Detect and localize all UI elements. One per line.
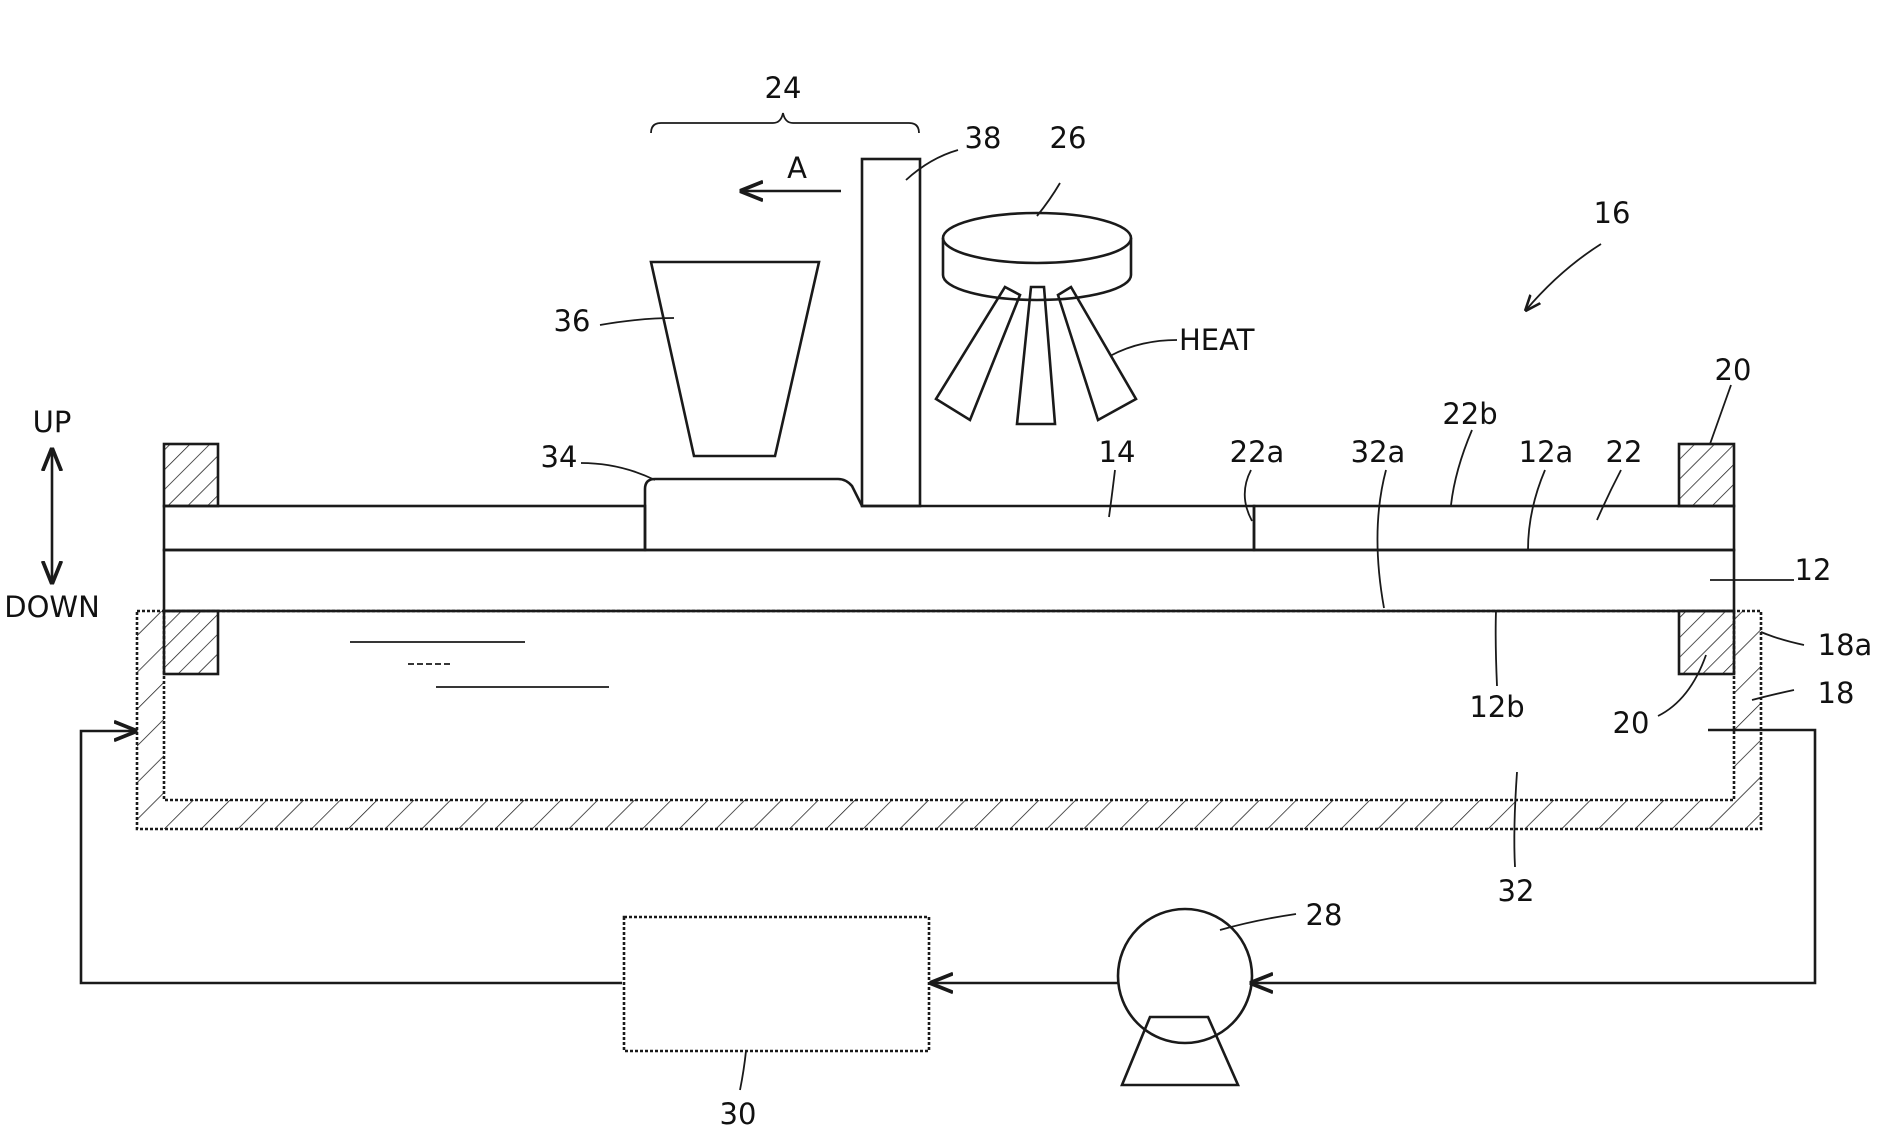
heater-top: [943, 213, 1131, 263]
block-top-left: [164, 444, 218, 506]
leader-22a: [1245, 470, 1252, 521]
leader-30: [740, 1051, 746, 1090]
leader-34: [581, 463, 655, 480]
label-38: 38: [965, 121, 1002, 155]
heat-ray-left: [936, 287, 1020, 420]
label-22a: 22a: [1230, 435, 1285, 469]
heat-ray-right: [1058, 287, 1136, 420]
hopper-36: [651, 262, 819, 456]
leader-22: [1597, 470, 1621, 520]
leader-heat: [1110, 340, 1177, 356]
label-18: 18: [1818, 676, 1855, 710]
heater-26: [936, 213, 1136, 424]
leader-22b: [1451, 430, 1472, 505]
label-16: 16: [1594, 196, 1631, 230]
pump-body: [1118, 909, 1252, 1043]
leader-12b: [1496, 611, 1497, 686]
heater-body: [943, 238, 1131, 300]
label-22: 22: [1606, 435, 1643, 469]
label-12b: 12b: [1469, 690, 1524, 724]
layer-22-right: [1254, 506, 1734, 550]
labels: 24 38 26 16 A 36 HEAT UP DOWN 34 14 22a …: [4, 71, 1872, 1130]
resin-layer-14: [645, 479, 1254, 550]
layer-22: [164, 506, 1734, 550]
label-heat: HEAT: [1179, 323, 1255, 357]
label-up: UP: [33, 405, 72, 439]
label-down: DOWN: [4, 590, 100, 624]
brace-24: [651, 113, 919, 133]
label-20-bottom: 20: [1613, 706, 1650, 740]
leader-26: [1037, 183, 1060, 216]
pump-base: [1122, 1017, 1238, 1085]
label-32: 32: [1498, 874, 1535, 908]
leader-20-top: [1710, 385, 1731, 444]
label-28: 28: [1306, 898, 1343, 932]
label-36: 36: [554, 304, 591, 338]
leader-lines: [581, 150, 1804, 1090]
leader-18a: [1761, 632, 1804, 645]
label-20-top: 20: [1715, 353, 1752, 387]
support-blocks-20: [164, 444, 1734, 674]
label-30: 30: [720, 1097, 757, 1130]
label-26: 26: [1050, 121, 1087, 155]
circulation-loop: [81, 730, 1815, 983]
layer-22-left: [164, 506, 645, 550]
unit-30: [624, 917, 929, 1051]
leader-38: [906, 150, 958, 180]
leader-12a: [1528, 470, 1545, 550]
block-top-right: [1679, 444, 1734, 506]
label-a: A: [787, 151, 807, 185]
heat-ray-center: [1017, 287, 1055, 424]
leader-16: [1526, 244, 1601, 310]
block-bottom-left: [164, 611, 218, 674]
label-18a: 18a: [1818, 628, 1873, 662]
pump-28: [1118, 909, 1252, 1085]
label-22b: 22b: [1442, 397, 1497, 431]
return-line-right: [1252, 730, 1815, 983]
label-12: 12: [1795, 553, 1832, 587]
leader-32a: [1377, 470, 1386, 608]
blade-38: [862, 159, 920, 506]
leader-14: [1109, 470, 1115, 517]
block-bottom-right: [1679, 611, 1734, 674]
label-14: 14: [1099, 435, 1136, 469]
plate-12: [164, 550, 1734, 611]
label-24: 24: [765, 71, 802, 105]
label-34: 34: [541, 440, 578, 474]
leader-28: [1220, 914, 1296, 930]
label-32a: 32a: [1351, 435, 1406, 469]
label-12a: 12a: [1519, 435, 1574, 469]
